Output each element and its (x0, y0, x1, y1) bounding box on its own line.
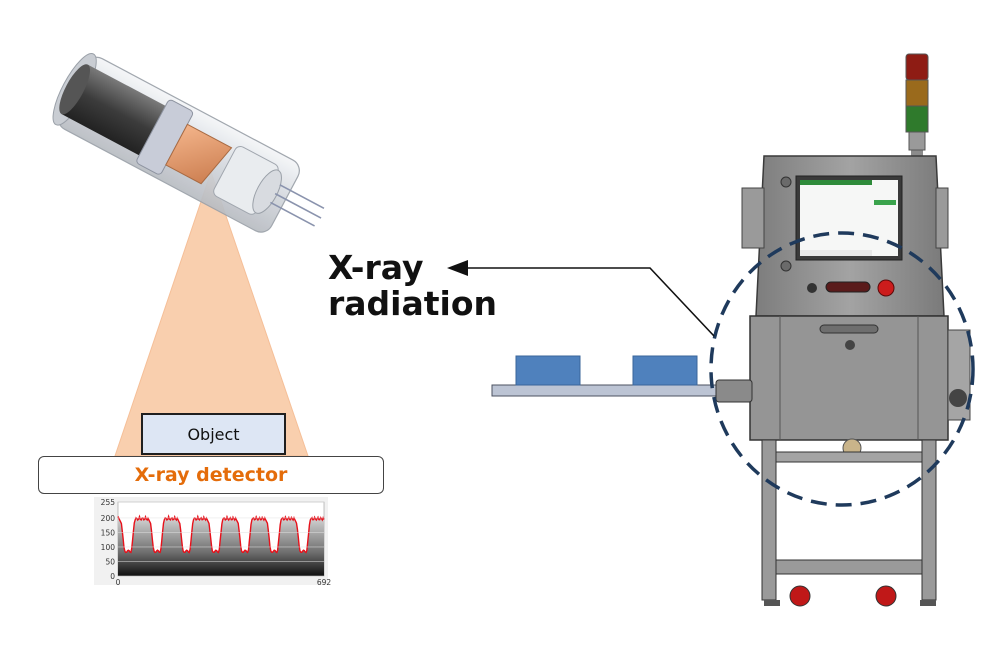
radiation-zone-highlight (709, 231, 975, 507)
package-1 (515, 355, 581, 386)
y-tick-label: 200 (101, 514, 116, 523)
y-tick-label: 50 (105, 557, 115, 566)
x-tick-label: 692 (317, 578, 332, 587)
y-tick-label: 100 (101, 543, 116, 552)
arrow-left-icon (447, 260, 715, 337)
signal-plot: 255 200 150 100 50 00 692 (94, 497, 331, 587)
y-tick-label: 255 (101, 498, 116, 507)
object-label: Object (187, 424, 240, 444)
detector-label: X-ray detector (134, 464, 288, 486)
xray-tube-icon (52, 53, 325, 233)
conveyor-belt (491, 355, 731, 397)
xray-radiation-label: X-ray radiation (328, 248, 497, 323)
package-2 (632, 355, 698, 386)
y-tick-label: 150 (101, 528, 116, 537)
x-tick-label: 0 (116, 578, 121, 587)
y-tick-label: 0 (110, 572, 115, 581)
xray-inspection-machine-icon (715, 53, 971, 607)
object-box: Object (141, 413, 286, 455)
xray-detector-box: X-ray detector (38, 456, 384, 494)
